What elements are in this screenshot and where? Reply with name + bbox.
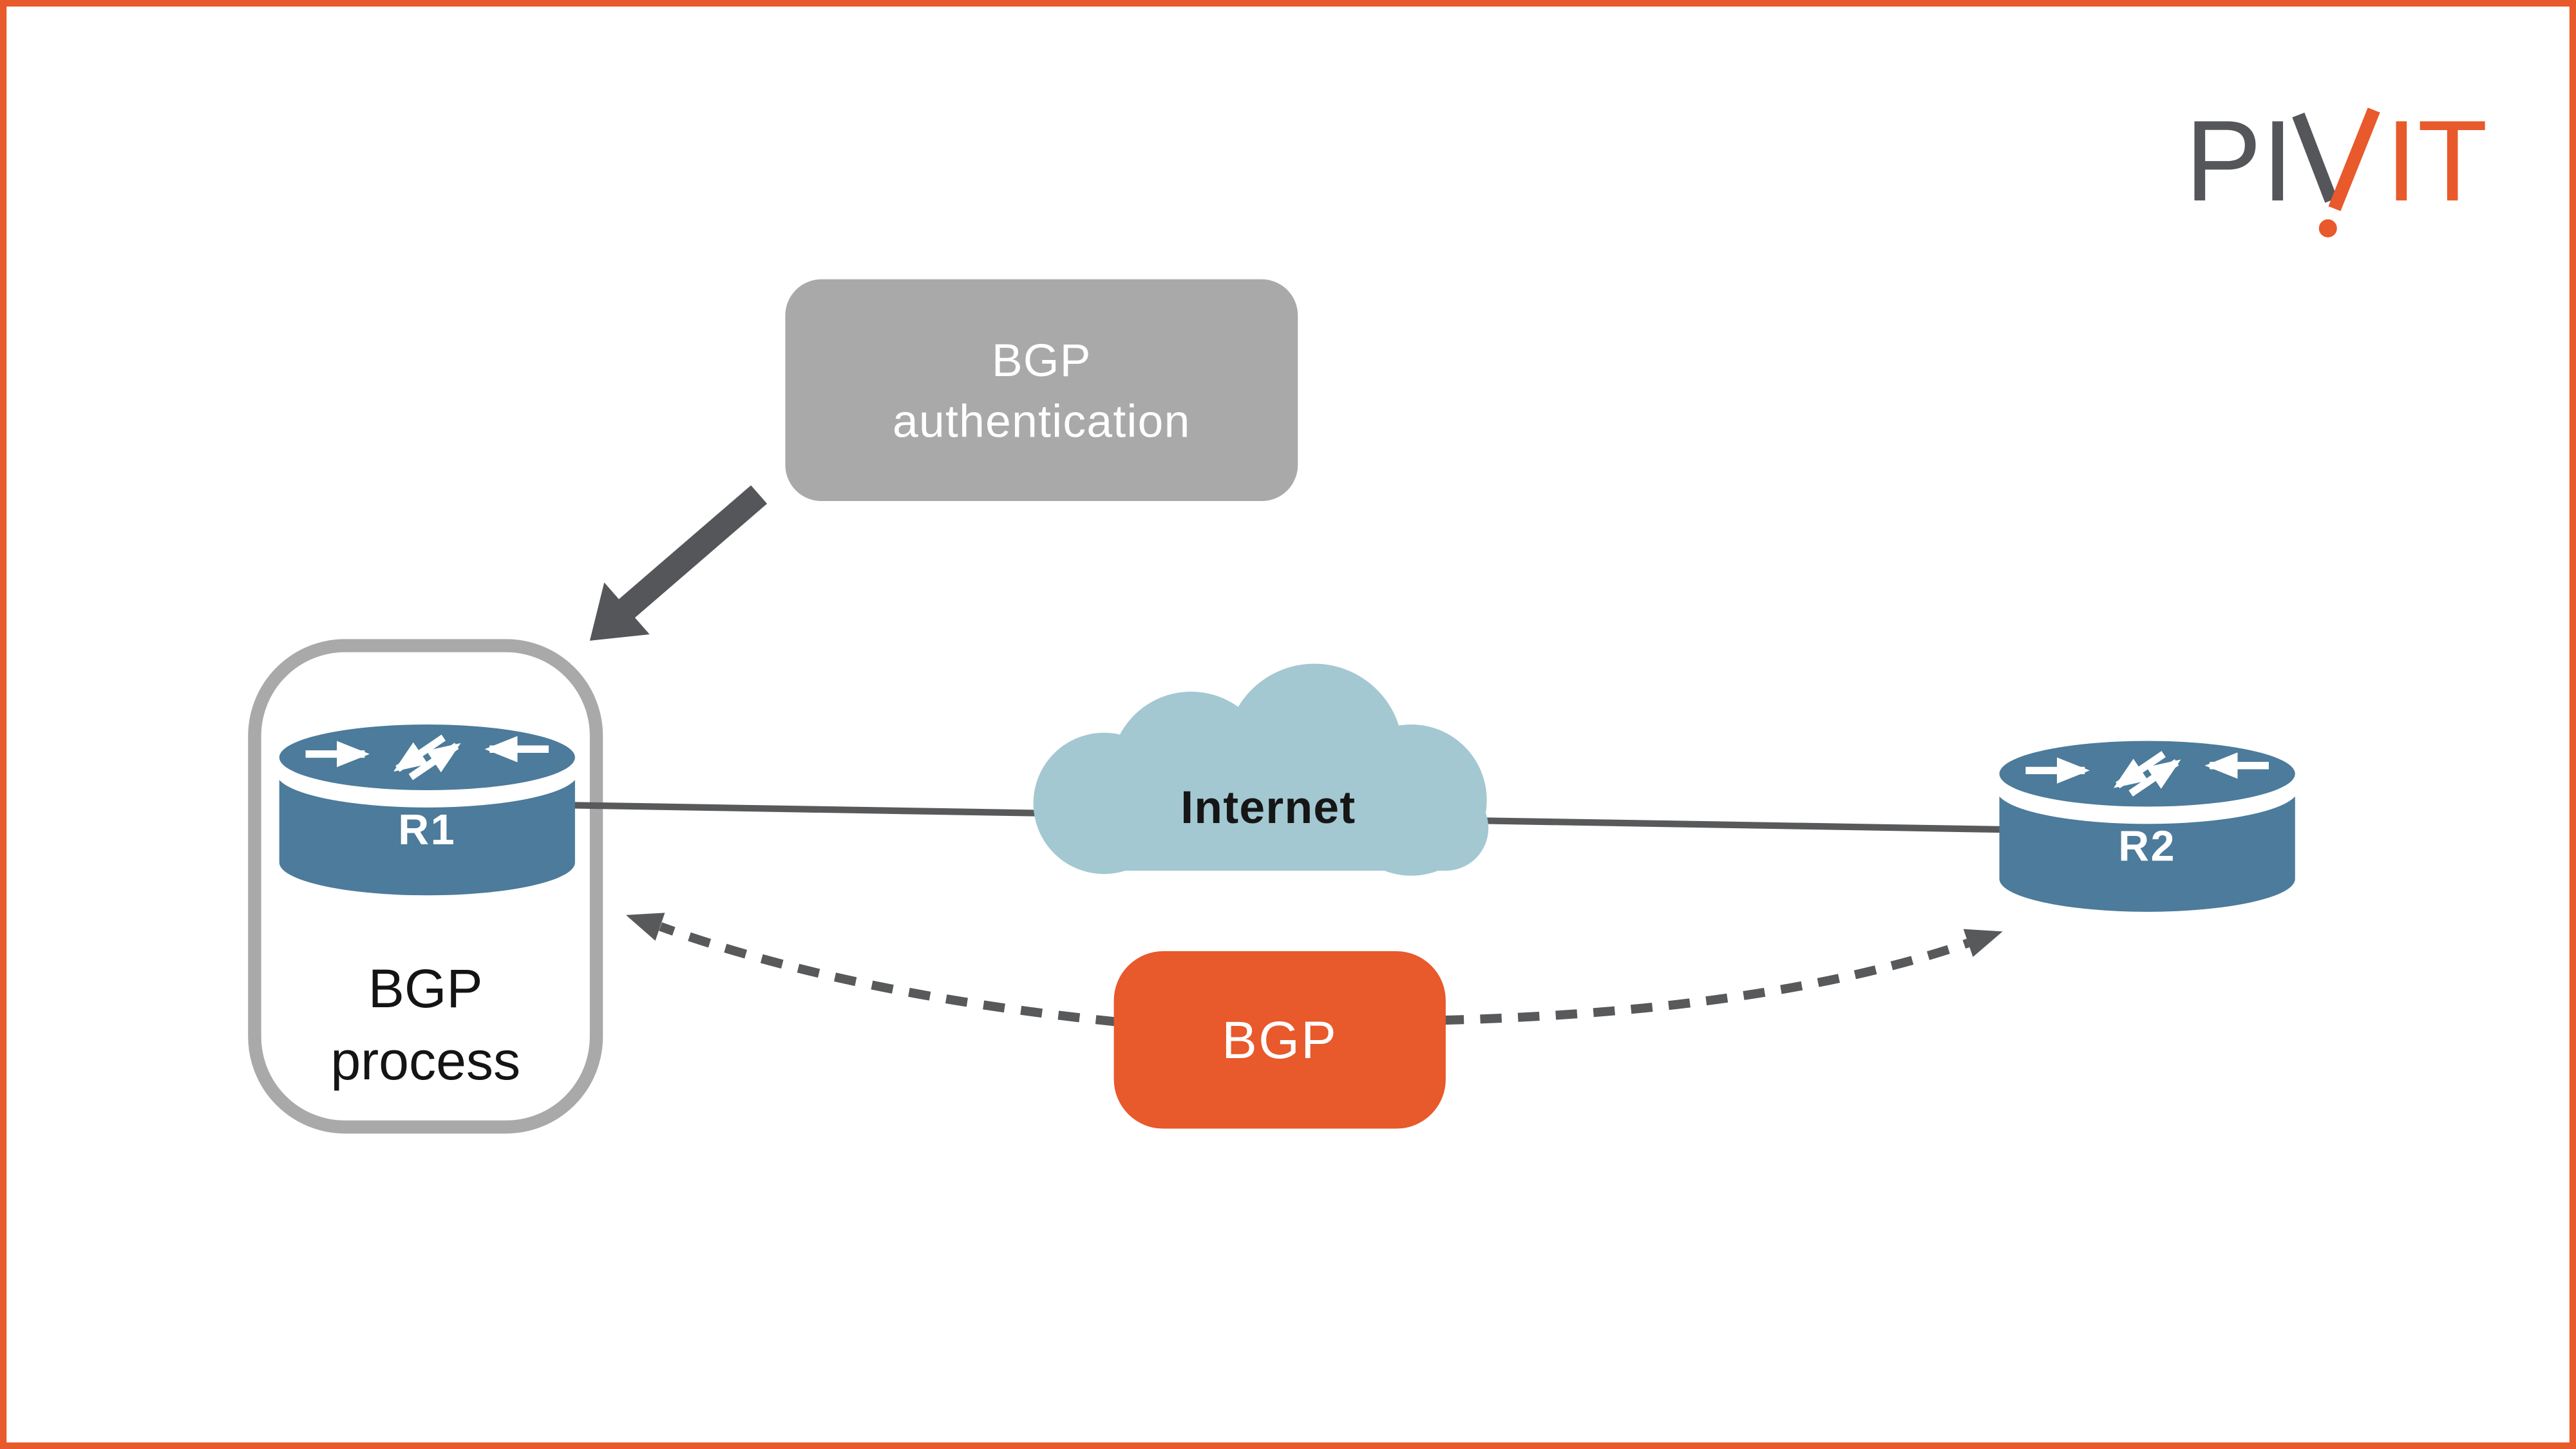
router-r1-label: R1	[279, 802, 575, 858]
internet-label: Internet	[1104, 782, 1432, 833]
bgp-authentication-callout: BGP authentication	[785, 279, 1298, 502]
router-r1-icon	[275, 724, 580, 896]
logo-dot-icon	[2318, 219, 2337, 238]
logo-text-gray: PI	[2185, 96, 2294, 225]
bgp-session-arrowhead-left	[625, 913, 665, 941]
pivit-logo: PI IT	[2185, 96, 2488, 238]
router-crossed-arrows-icon	[305, 734, 549, 781]
callout-line-1: BGP	[991, 334, 1092, 386]
logo-slash-icon	[2328, 108, 2380, 211]
bgp-process-outline	[248, 639, 603, 1134]
router-r2-label-text: R2	[2118, 820, 2177, 870]
bgp-session-arrowhead-right	[1963, 929, 2003, 957]
internet-label-text: Internet	[1180, 782, 1356, 833]
callout-arrow	[589, 485, 768, 641]
router-crossed-arrows-icon	[2025, 751, 2269, 797]
logo-text-orange: IT	[2385, 96, 2488, 225]
logo-v-left-stroke-icon	[2292, 112, 2338, 203]
router-r2-icon	[1995, 741, 2300, 912]
bgp-session-right	[1442, 929, 2003, 1025]
callout-line-2: authentication	[893, 395, 1191, 446]
bgp-session-badge-label: BGP	[1222, 1009, 1338, 1069]
process-label-line-1: BGP	[368, 958, 483, 1019]
process-label-line-2: process	[330, 1030, 521, 1091]
bgp-process-label: BGP process	[248, 949, 603, 1101]
bgp-session-badge: BGP	[1113, 951, 1446, 1129]
router-r2-label: R2	[2000, 818, 2295, 874]
router-r1-label-text: R1	[398, 804, 457, 854]
bgp-session-left	[625, 913, 1118, 1027]
internet-cloud	[1033, 663, 1489, 876]
